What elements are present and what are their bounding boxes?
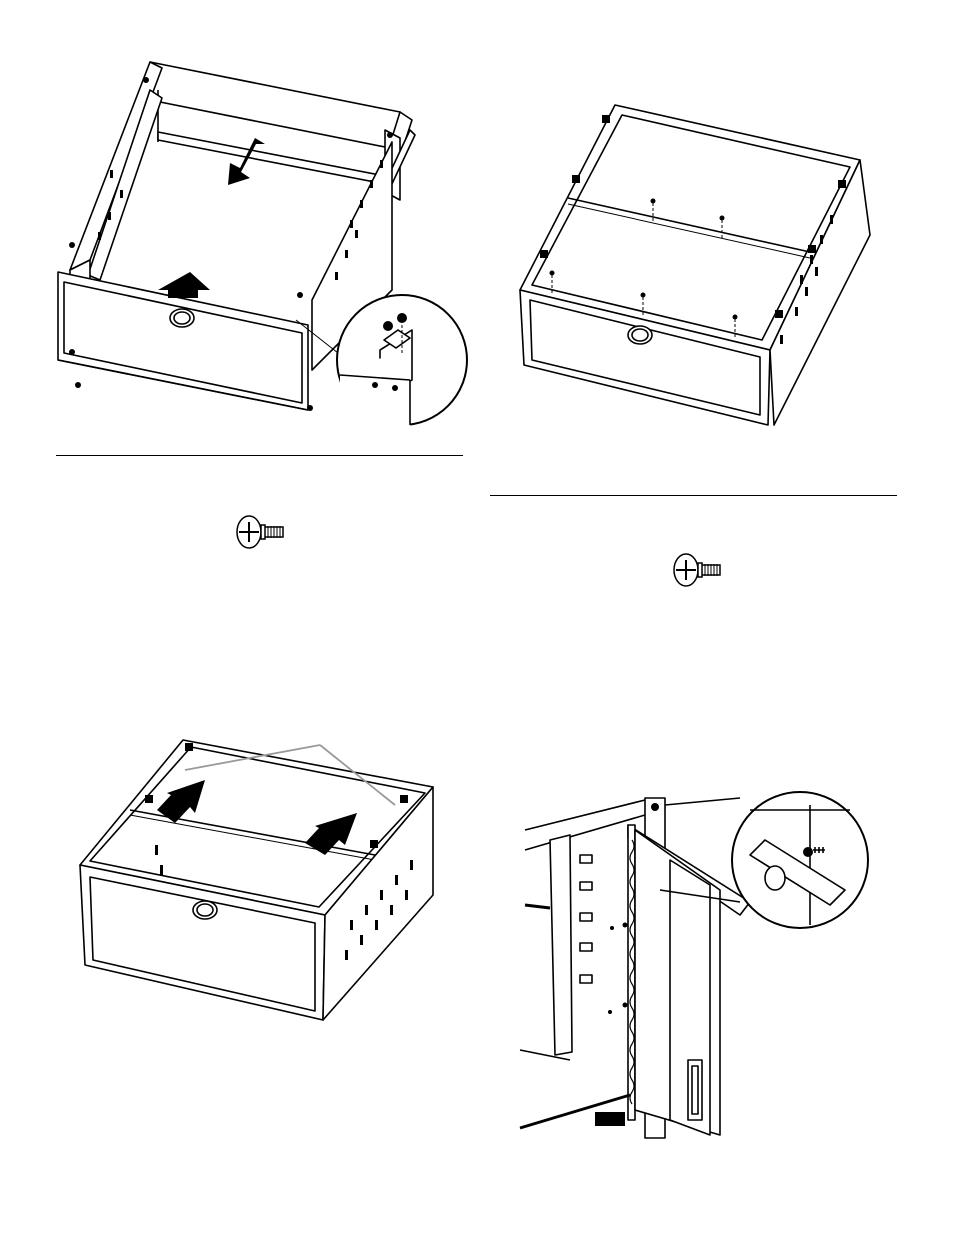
frame-assembly-figure: [50, 50, 470, 440]
section-divider-right: [490, 495, 897, 496]
phillips-pan-head-screw-icon: [668, 550, 728, 590]
door-hinge-figure: [510, 790, 890, 1140]
section-divider-left: [56, 455, 463, 456]
top-panel-screw-figure: [510, 95, 890, 435]
top-panel-insertion-figure: [75, 735, 445, 1025]
phillips-pan-head-screw-icon: [231, 512, 291, 552]
